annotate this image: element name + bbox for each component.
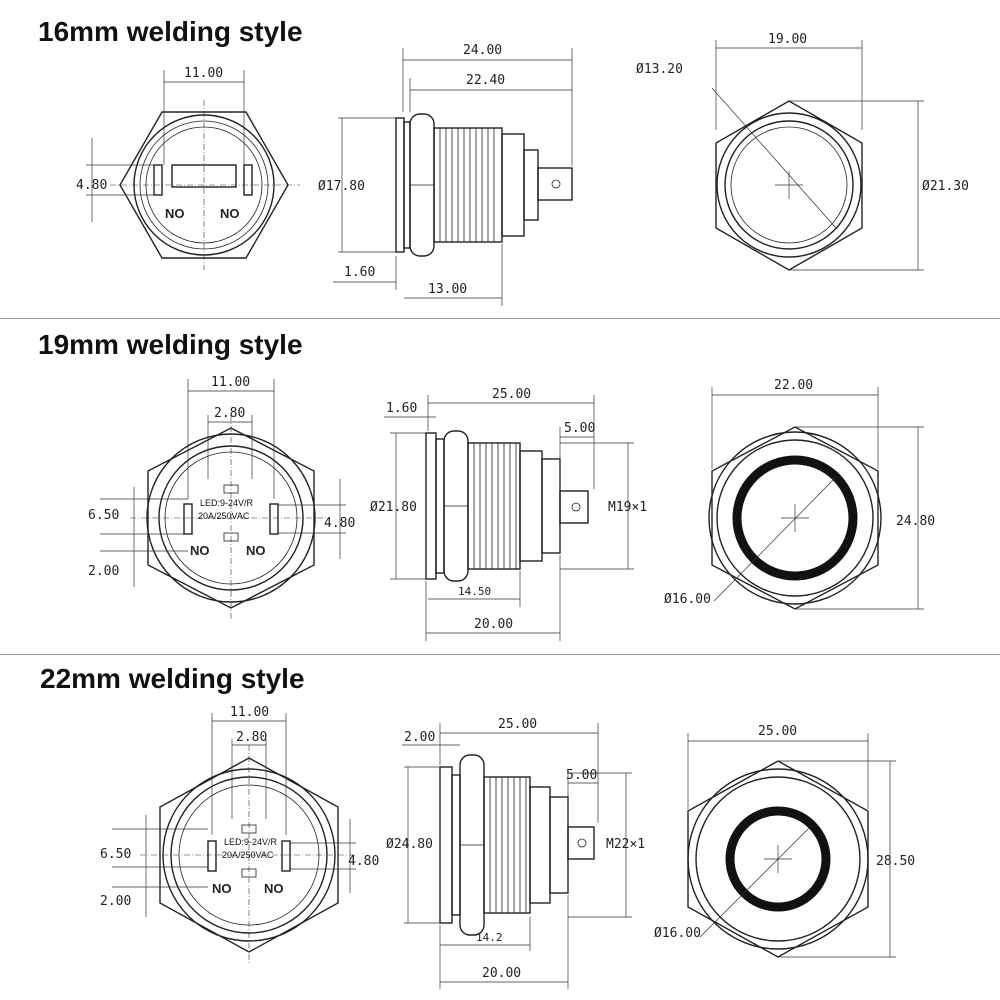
led-rating: LED:9-24V/R <box>200 498 254 508</box>
dim-height-left: 6.50 <box>100 847 131 862</box>
dim-height-right: 4.80 <box>348 854 379 869</box>
dim-thread-spec: M22×1 <box>606 837 645 852</box>
dim-height: Ø21.30 <box>922 179 969 194</box>
divider <box>0 654 1000 655</box>
dim-width: 11.00 <box>184 66 223 81</box>
drawing-19mm: LED:9-24V/R 20A/250VAC NO NO 11.00 2.80 … <box>88 375 935 641</box>
dim-offset: 2.00 <box>88 564 119 579</box>
dim-body: 20.00 <box>482 966 521 981</box>
contact-label: NO <box>190 543 210 558</box>
dim-thread: 14.50 <box>458 585 491 598</box>
front-view: 25.00 28.50 Ø16.00 <box>654 724 915 958</box>
dim-length: 25.00 <box>498 717 537 732</box>
contact-label: NO <box>264 881 284 896</box>
dim-diameter: Ø21.80 <box>370 500 417 515</box>
section-22mm: 22mm welding style LED:9-24V/R 20A/250VA… <box>0 655 1000 1000</box>
dim-width: 25.00 <box>758 724 797 739</box>
back-view: NO NO 11.00 4.80 <box>76 66 300 270</box>
section-title: 19mm welding style <box>38 329 303 360</box>
dim-flange: 1.60 <box>344 265 375 280</box>
side-view: 25.00 1.60 5.00 Ø21.80 M19×1 14.50 20.00 <box>370 387 647 641</box>
side-view: 24.00 22.40 Ø17.80 1.60 13.00 <box>318 43 573 306</box>
section-title: 16mm welding style <box>38 16 303 47</box>
dim-button: Ø13.20 <box>636 62 683 77</box>
dim-terminal: 5.00 <box>564 421 595 436</box>
back-view: LED:9-24V/R 20A/250VAC NO NO 11.00 2.80 … <box>100 705 379 965</box>
led-rating: 20A/250VAC <box>198 511 250 521</box>
dim-thread: 14.2 <box>476 931 503 944</box>
dim-flange: 1.60 <box>386 401 417 416</box>
dim-height-right: 4.80 <box>324 516 355 531</box>
led-rating: LED:9-24V/R <box>224 837 278 847</box>
dim-height-left: 6.50 <box>88 508 119 523</box>
dim-body: 22.40 <box>466 73 505 88</box>
section-title: 22mm welding style <box>40 663 305 694</box>
dim-gap: 2.80 <box>236 730 267 745</box>
side-view: 25.00 2.00 5.00 Ø24.80 M22×1 14.2 20.00 <box>386 717 645 989</box>
drawing-22mm: LED:9-24V/R 20A/250VAC NO NO 11.00 2.80 … <box>100 705 915 989</box>
dim-height: 4.80 <box>76 178 107 193</box>
front-view: 19.00 Ø13.20 Ø21.30 <box>636 32 969 271</box>
contact-label: NO <box>212 881 232 896</box>
contact-label: NO <box>246 543 266 558</box>
dim-ring: Ø16.00 <box>664 592 711 607</box>
dim-length: 25.00 <box>492 387 531 402</box>
dim-width: 11.00 <box>230 705 269 720</box>
dim-diameter: Ø17.80 <box>318 179 365 194</box>
dim-terminal: 5.00 <box>566 768 597 783</box>
dim-thread: 13.00 <box>428 282 467 297</box>
back-view: LED:9-24V/R 20A/250VAC NO NO 11.00 2.80 … <box>88 375 355 619</box>
dim-height: 24.80 <box>896 514 935 529</box>
dim-flange: 2.00 <box>404 730 435 745</box>
dim-ring: Ø16.00 <box>654 926 701 941</box>
divider <box>0 318 1000 319</box>
dim-length: 24.00 <box>463 43 502 58</box>
dim-gap: 2.80 <box>214 406 245 421</box>
dim-width: 19.00 <box>768 32 807 47</box>
dim-width: 22.00 <box>774 378 813 393</box>
dim-thread-spec: M19×1 <box>608 500 647 515</box>
dim-width: 11.00 <box>211 375 250 390</box>
dim-height: 28.50 <box>876 854 915 869</box>
front-view: 25.00 22.00 24.80 Ø16.00 <box>664 378 935 610</box>
drawing-16mm: NO NO 11.00 4.80 <box>76 32 969 306</box>
contact-label: NO <box>220 206 240 221</box>
contact-label: NO <box>165 206 185 221</box>
section-16mm: 16mm welding style NO NO 11.00 4.80 <box>0 0 1000 318</box>
dim-body: 20.00 <box>474 617 513 632</box>
dim-diameter: Ø24.80 <box>386 837 433 852</box>
dim-offset: 2.00 <box>100 894 131 909</box>
section-19mm: 19mm welding style LED:9-24V/R 20A/250VA… <box>0 319 1000 654</box>
